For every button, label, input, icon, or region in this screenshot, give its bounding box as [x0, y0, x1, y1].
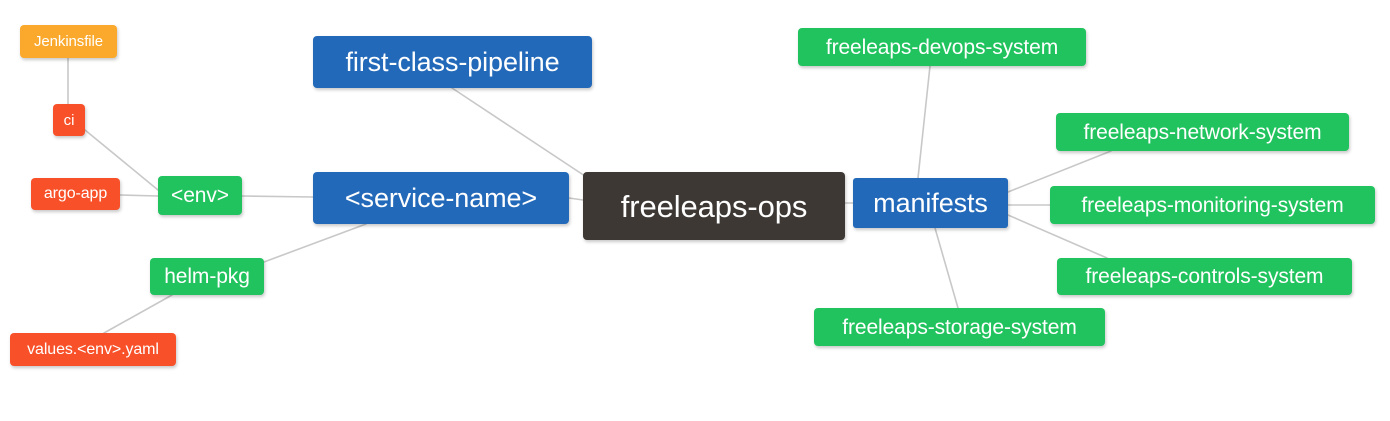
node-env[interactable]: <env> — [158, 176, 242, 215]
node-label-ci: ci — [63, 111, 75, 129]
node-label-freeleaps-network-system: freeleaps-network-system — [1083, 120, 1322, 144]
node-label-helm-pkg: helm-pkg — [164, 265, 250, 288]
node-label-freeleaps-storage-system: freeleaps-storage-system — [842, 315, 1077, 339]
node-freeleaps-storage-system[interactable]: freeleaps-storage-system — [814, 308, 1105, 346]
edge-service-name-to-helm-pkg — [263, 223, 367, 263]
node-freeleaps-controls-system[interactable]: freeleaps-controls-system — [1057, 258, 1352, 295]
edge-service-name-to-env — [241, 195, 314, 198]
node-freeleaps-monitoring-system[interactable]: freeleaps-monitoring-system — [1050, 186, 1375, 224]
edge-manifests-to-freeleaps-storage-system — [934, 227, 959, 309]
node-freeleaps-ops[interactable]: freeleaps-ops — [583, 172, 845, 240]
node-ci[interactable]: ci — [53, 104, 85, 136]
edge-manifests-to-freeleaps-devops-system — [917, 65, 931, 179]
edge-env-to-argo-app — [119, 194, 159, 197]
node-label-freeleaps-monitoring-system: freeleaps-monitoring-system — [1081, 193, 1344, 217]
edge-freeleaps-ops-to-service-name — [568, 197, 584, 201]
node-argo-app[interactable]: argo-app — [31, 178, 120, 210]
node-helm-pkg[interactable]: helm-pkg — [150, 258, 264, 295]
node-label-freeleaps-controls-system: freeleaps-controls-system — [1085, 265, 1324, 288]
node-label-freeleaps-ops: freeleaps-ops — [620, 188, 808, 224]
node-manifests[interactable]: manifests — [853, 178, 1008, 228]
node-service-name[interactable]: <service-name> — [313, 172, 569, 224]
node-jenkinsfile[interactable]: Jenkinsfile — [20, 25, 117, 58]
node-label-jenkinsfile: Jenkinsfile — [34, 33, 103, 50]
node-values-env-yaml[interactable]: values.<env>.yaml — [10, 333, 176, 366]
node-label-manifests: manifests — [873, 187, 988, 218]
edge-helm-pkg-to-values-env-yaml — [103, 294, 173, 334]
node-freeleaps-devops-system[interactable]: freeleaps-devops-system — [798, 28, 1086, 66]
node-freeleaps-network-system[interactable]: freeleaps-network-system — [1056, 113, 1349, 151]
node-label-freeleaps-devops-system: freeleaps-devops-system — [825, 35, 1059, 59]
node-label-env: <env> — [171, 184, 229, 207]
node-first-class-pipeline[interactable]: first-class-pipeline — [313, 36, 592, 88]
node-label-values-env-yaml: values.<env>.yaml — [27, 340, 159, 358]
node-label-argo-app: argo-app — [43, 185, 108, 202]
edge-service-name-to-first-class-pipeline — [451, 87, 595, 183]
node-label-first-class-pipeline: first-class-pipeline — [345, 46, 560, 77]
node-label-service-name: <service-name> — [344, 182, 538, 213]
